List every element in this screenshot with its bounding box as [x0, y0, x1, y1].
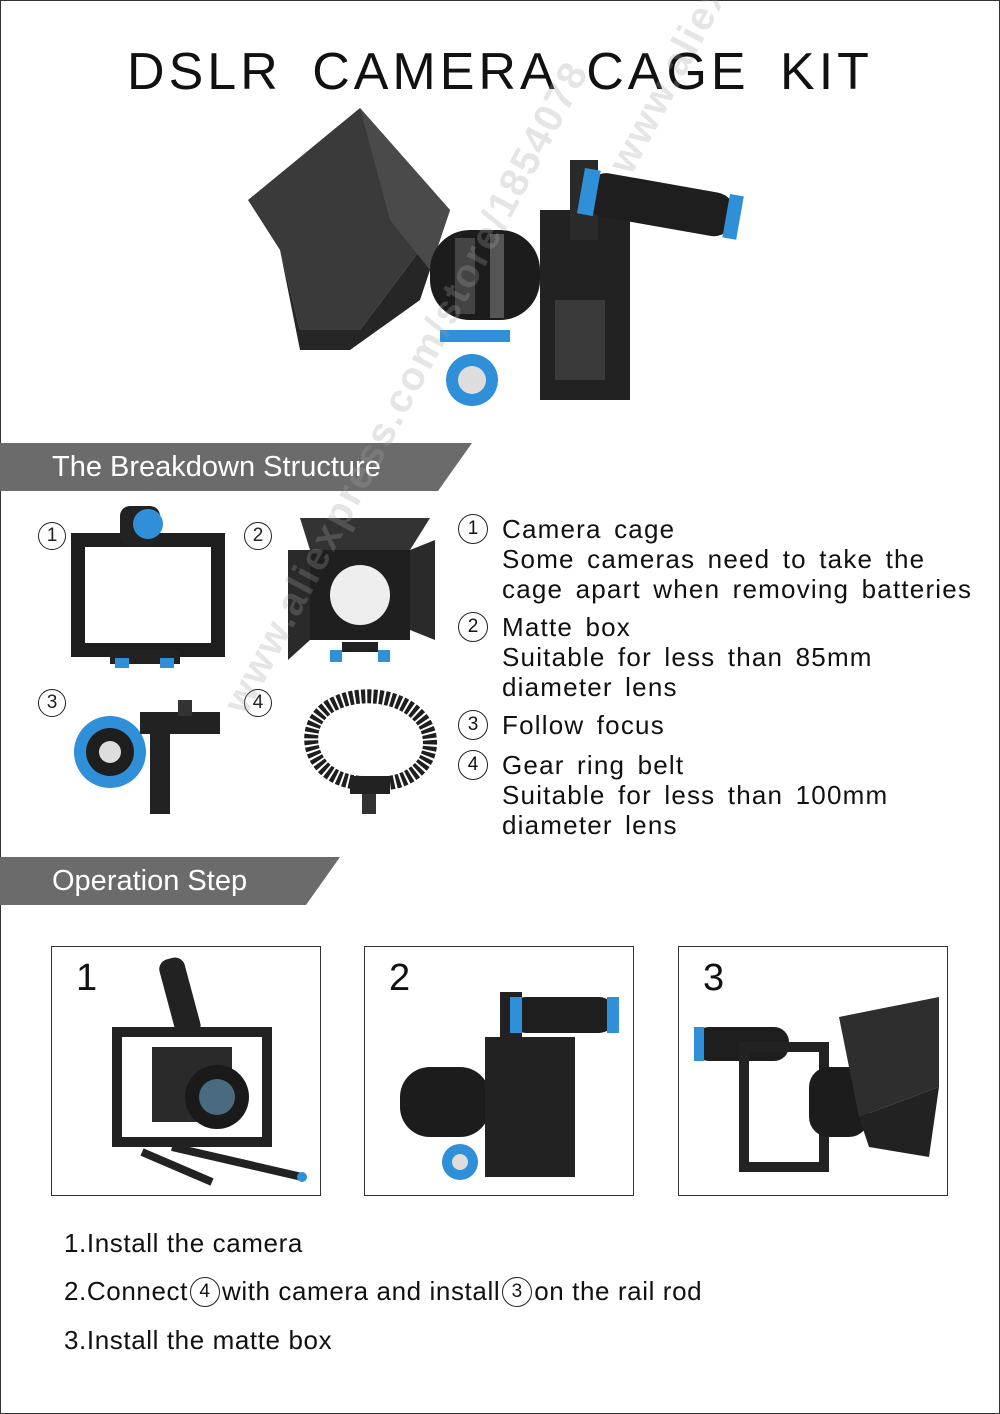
step-image-3: 3	[678, 946, 948, 1196]
step-number-2: 2	[389, 957, 411, 999]
step-1-illustration	[112, 957, 307, 1186]
step-image-1: 1	[51, 946, 321, 1196]
part-name: Follow focus	[502, 710, 665, 740]
step-image-2: 2	[364, 946, 634, 1196]
part-number-badge: 1	[458, 514, 488, 544]
part-number-3: 3	[38, 689, 66, 717]
part-number-badge: 2	[458, 612, 488, 642]
instruction-1: 1.Install the camera	[64, 1228, 303, 1258]
part-description-2: 2 Matte box Suitable for less than 85mm d…	[458, 612, 988, 702]
camera-cage-image	[71, 506, 225, 668]
instruction-2-mid: with camera and install	[221, 1276, 501, 1306]
part-description-1: 1 Camera cage Some cameras need to take t…	[458, 514, 988, 604]
part-description-3: 3 Follow focus	[458, 710, 988, 740]
part-note: Some cameras need to take the cage apart…	[502, 544, 973, 604]
part-name: Gear ring belt	[502, 750, 685, 780]
gear-ring-belt-image	[304, 689, 438, 814]
step-2-illustration	[400, 992, 619, 1180]
part-number-badge: 4	[458, 750, 488, 780]
breakdown-banner: The Breakdown Structure	[0, 443, 472, 491]
part-note: Suitable for less than 85mm diameter len…	[502, 642, 873, 702]
step-number-1: 1	[76, 957, 98, 999]
part-name: Matte box	[502, 612, 631, 642]
follow-focus-image	[74, 700, 220, 814]
matte-box-image	[288, 518, 435, 662]
instruction-2-post: on the rail rod	[534, 1276, 703, 1306]
ref-follow-focus: 3	[502, 1277, 533, 1307]
step-number-3: 3	[703, 957, 725, 999]
part-number-2: 2	[244, 522, 272, 550]
part-number-4: 4	[244, 689, 272, 717]
part-number-1: 1	[38, 522, 66, 550]
hero-product-image	[248, 108, 744, 406]
ref-gear-ring: 4	[189, 1277, 220, 1307]
instruction-2-pre: 2.Connect	[64, 1276, 188, 1306]
part-name: Camera cage	[502, 514, 676, 544]
operation-banner: Operation Step	[0, 857, 340, 905]
step-3-illustration	[694, 997, 939, 1172]
page-title: DSLR CAMERA CAGE KIT	[127, 43, 873, 101]
part-description-4: 4 Gear ring belt Suitable for less than 1…	[458, 750, 988, 840]
part-note: Suitable for less than 100mm diameter le…	[502, 780, 889, 840]
instruction-3: 3.Install the matte box	[64, 1325, 333, 1355]
part-number-badge: 3	[458, 710, 488, 740]
